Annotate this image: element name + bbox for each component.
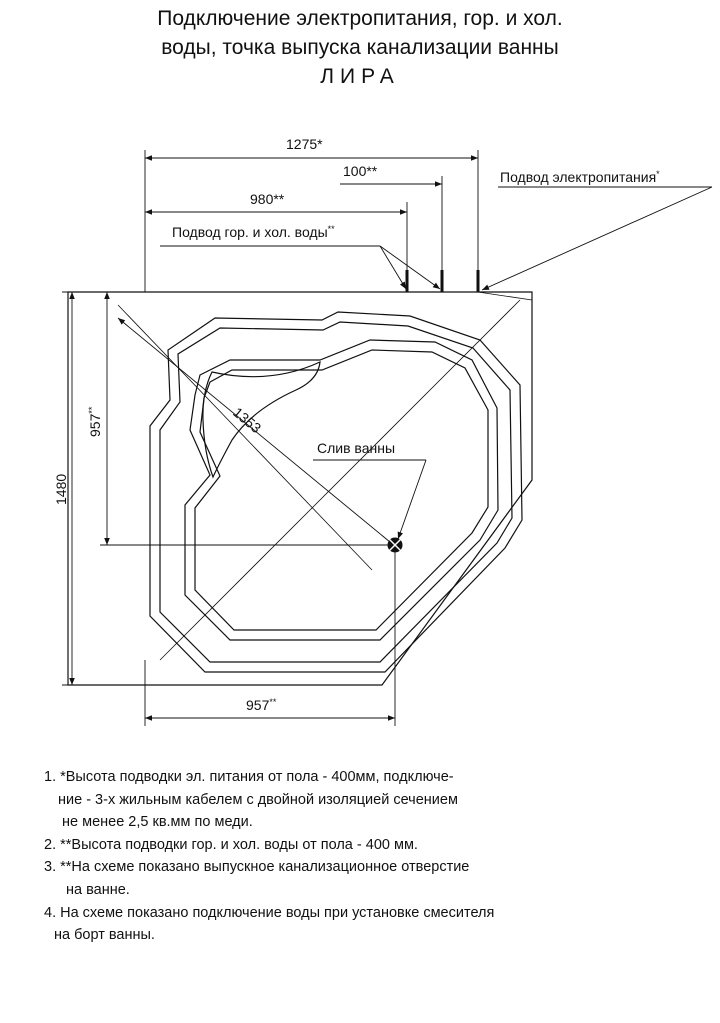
electric-leader [481,186,713,291]
water-supply-mark: ** [328,224,336,234]
bath-bowl-contour [184,339,499,641]
diagram-title: Подключение электропитания, гор. и хол. … [0,4,720,91]
note-line: не менее 2,5 кв.мм по меди. [62,814,253,831]
drain-label: Слив ванны [317,440,395,456]
electric-supply-mark: * [656,169,660,179]
note-line: 4. На схеме показано подключение воды пр… [44,904,495,921]
bath-seat-contour [202,361,321,479]
dim-1480-label: 1480 [53,474,69,505]
title-model-name: ЛИРА [320,65,400,88]
drain-leader [313,459,427,540]
note-line: 1. *Высота подводки эл. питания от пола … [44,769,454,785]
title-line-1: Подключение электропитания, гор. и хол. [157,7,563,30]
dim-957-horizontal-label: 957** [246,697,277,713]
diagonal-line-b [159,299,521,661]
water-leader [160,245,441,290]
water-supply-text: Подвод гор. и хол. воды [172,224,328,240]
note-line: 2. **Высота подводки гор. и хол. воды от… [44,836,418,853]
dim-980-label: 980** [250,191,285,207]
bath-rim-inner-contour [159,321,513,663]
note-line: ние - 3-х жильным кабелем с двойной изол… [58,791,458,808]
top-dimensions [144,150,479,292]
note-line: на борт ванны. [54,927,155,944]
corner-line-right [477,291,533,301]
diagonal-line-a [117,304,373,571]
dim-1275-label: 1275* [286,136,323,152]
dim-957-vertical-mark: ** [87,406,97,414]
dim-957-vertical-value: 957 [87,413,103,437]
bath-outline [67,291,533,686]
electric-supply-text: Подвод электропитания [500,169,656,185]
notes-list: 1. *Высота подводки эл. питания от пола … [44,766,704,947]
dim-957-horizontal-mark: ** [269,697,277,707]
supply-pipes [405,270,480,292]
left-dimensions [62,291,395,686]
bottom-dimensions [144,552,396,726]
bath-outer-contour [67,291,533,686]
dim-957-horizontal-value: 957 [246,697,270,713]
drain-outlet [387,537,403,553]
electric-supply-label: Подвод электропитания* [500,169,660,185]
dim-1353-label: 1353 [230,404,264,436]
dim-100-label: 100** [343,163,378,179]
bath-bowl-inner-contour [194,349,489,631]
bath-rim-contour [149,311,523,673]
dim-line-1353 [117,317,397,548]
note-line: 3. **На схеме показано выпускное канализ… [44,859,470,876]
note-line: на ванне. [66,881,130,898]
dim-957-vertical-label: 957** [87,406,103,437]
title-line-2: воды, точка выпуска канализации ванны [161,36,559,59]
water-supply-label: Подвод гор. и хол. воды** [172,224,335,240]
